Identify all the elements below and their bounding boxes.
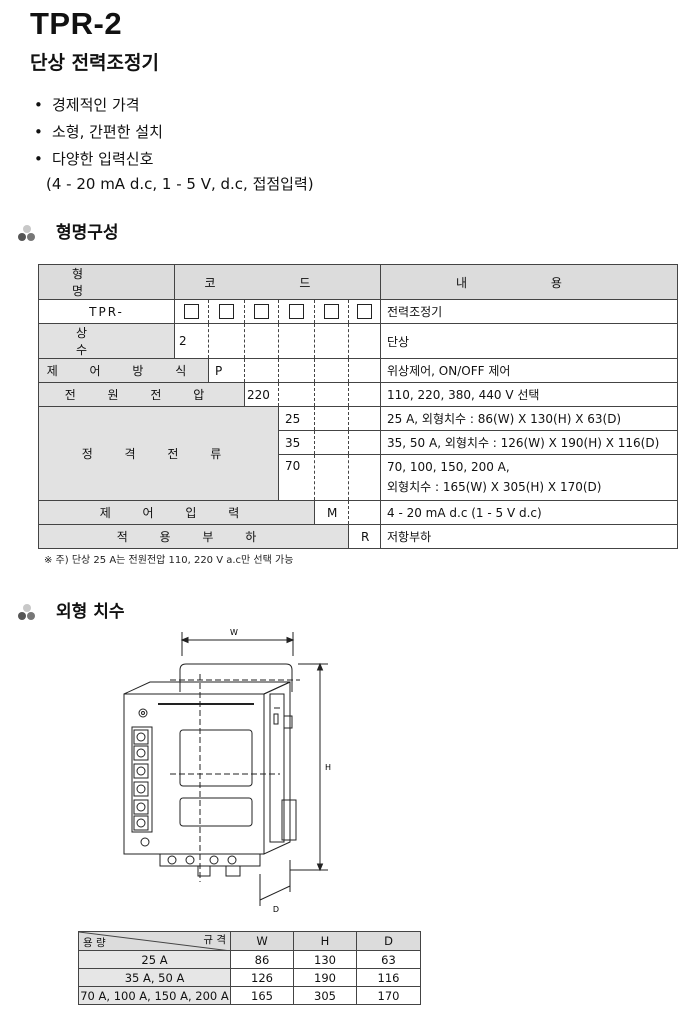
section-title: 외형 치수	[56, 602, 125, 622]
code-current-70: 70	[278, 454, 315, 501]
feature-text: 다양한 입력신호	[52, 150, 154, 168]
section-heading-model: 형명구성	[18, 218, 119, 243]
code-voltage: 220	[244, 382, 279, 407]
header-type: 형 명	[38, 264, 175, 300]
section-dots-icon	[18, 224, 44, 242]
feature-text: 소형, 간편한 설치	[52, 123, 163, 141]
code-input: M	[314, 500, 349, 525]
h-label: H	[325, 763, 331, 772]
dim-head-right: 규 격	[203, 934, 226, 946]
d-label: D	[273, 905, 279, 914]
row-label-phase: 상 수	[38, 323, 175, 359]
dimension-table: 용 량 규 격 W H D 25 A 86 130 63 35 A, 50 A …	[78, 931, 421, 1005]
desc-current-70-dim: 외형치수 : 165(W) X 305(H) X 170(D)	[387, 480, 602, 494]
dim-col-w: W	[230, 931, 294, 951]
code-box-5	[324, 304, 339, 319]
dim-col-h: H	[293, 931, 357, 951]
desc-current-70: 70, 100, 150, 200 A,	[387, 460, 510, 474]
dim-head-left: 용 량	[83, 937, 106, 949]
header-code: 코 드	[174, 264, 381, 300]
feature-sub-text: (4 - 20 mA d.c, 1 - 5 V, d.c, 접점입력)	[46, 175, 314, 193]
row-label-current: 정 격 전 류	[38, 406, 279, 501]
desc-input: 4 - 20 mA d.c (1 - 5 V d.c)	[380, 500, 678, 525]
code-current-35: 35	[278, 430, 315, 455]
feature-item: 다양한 입력신호	[34, 146, 163, 173]
page-subtitle: 단상 전력조정기	[30, 52, 159, 74]
code-current-25: 25	[278, 406, 315, 431]
table-row: 70 A, 100 A, 150 A, 200 A 165 305 170	[78, 986, 421, 1005]
dim-header-corner: 용 량 규 격	[78, 931, 231, 951]
desc-load: 저항부하	[380, 524, 678, 549]
code-control: P	[208, 358, 245, 383]
section-heading-dimension: 외형 치수	[18, 597, 124, 622]
desc-current-25: 25 A, 외형치수 : 86(W) X 130(H) X 63(D)	[380, 406, 678, 431]
code-phase: 2	[174, 323, 209, 359]
code-box-2	[219, 304, 234, 319]
model-spec-table: 형 명 코 드 내 용 TPR- 전력조정기 상 수 2 단상 제 어 방 식 …	[38, 264, 678, 549]
code-box-1	[184, 304, 199, 319]
row-label-load: 적 용 부 하	[38, 524, 349, 549]
table-row: 25 A 86 130 63	[78, 950, 421, 969]
code-box-6	[357, 304, 372, 319]
row-label-control: 제 어 방 식	[38, 358, 209, 383]
desc-phase: 단상	[380, 323, 678, 359]
code-box-3	[254, 304, 269, 319]
model-desc: 전력조정기	[380, 299, 678, 324]
code-box-4	[289, 304, 304, 319]
footnote: ※ 주) 단상 25 A는 전원전압 110, 220 V a.c만 선택 가능	[44, 555, 294, 566]
section-dots-icon	[18, 603, 44, 621]
table-row: 35 A, 50 A 126 190 116	[78, 968, 421, 987]
page-title: TPR-2	[30, 6, 123, 41]
desc-control: 위상제어, ON/OFF 제어	[380, 358, 678, 383]
model-prefix: TPR-	[38, 299, 175, 324]
feature-text: 경제적인 가격	[52, 96, 140, 114]
desc-current-35: 35, 50 A, 외형치수 : 126(W) X 190(H) X 116(D…	[380, 430, 678, 455]
feature-item: 소형, 간편한 설치	[34, 119, 163, 146]
code-load: R	[348, 524, 381, 549]
feature-list: 경제적인 가격 소형, 간편한 설치 다양한 입력신호	[34, 92, 163, 173]
w-label: W	[230, 628, 238, 637]
header-content: 내 용	[380, 264, 678, 300]
feature-item: 경제적인 가격	[34, 92, 163, 119]
desc-voltage: 110, 220, 380, 440 V 선택	[380, 382, 678, 407]
section-title: 형명구성	[56, 223, 119, 243]
outline-drawing: W H D	[123, 628, 331, 914]
row-label-voltage: 전 원 전 압	[38, 382, 245, 407]
dim-col-d: D	[356, 931, 421, 951]
row-label-input: 제 어 입 력	[38, 500, 315, 525]
